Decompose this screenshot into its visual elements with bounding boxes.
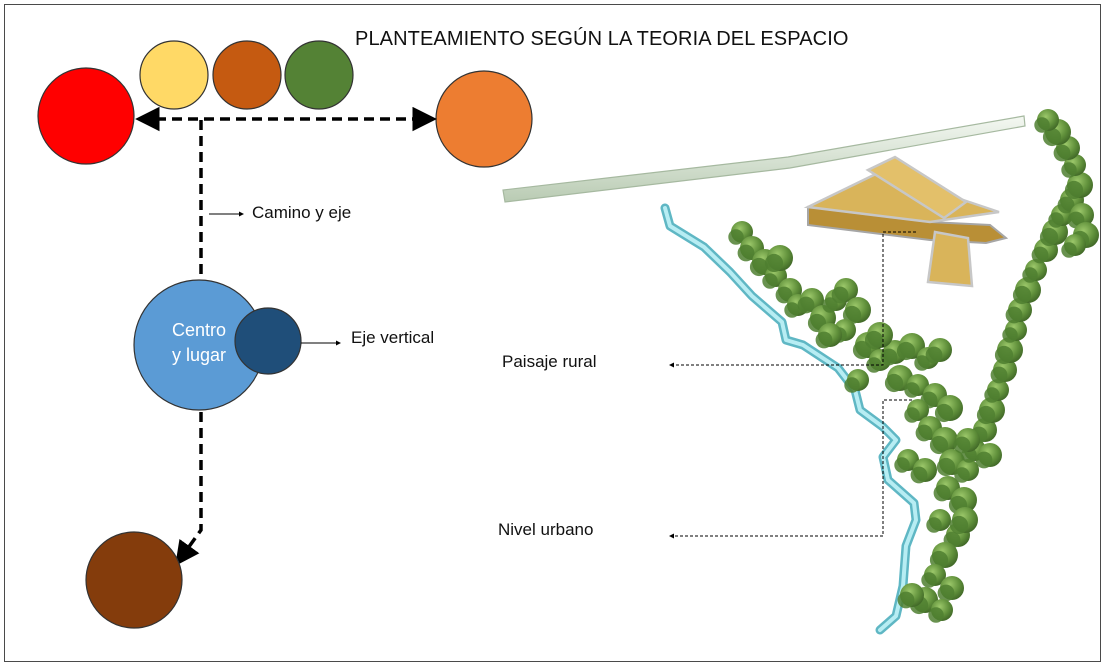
tree-icon <box>904 382 920 398</box>
nivel-leader-line <box>669 399 912 539</box>
tree-icon <box>897 591 915 609</box>
camino-y-eje-label: Camino y eje <box>252 203 352 222</box>
brown-circle <box>85 531 183 629</box>
tree-icon <box>1048 212 1064 228</box>
tree-icon <box>1042 127 1062 147</box>
tree-icon <box>896 341 916 361</box>
tree-icon <box>954 467 970 483</box>
tree-icon <box>815 331 833 349</box>
tree-icon <box>822 297 838 313</box>
lower-dashed-arrow <box>175 412 203 566</box>
tree-icon <box>984 387 1000 403</box>
landscape-illustration <box>502 109 1099 635</box>
tree-icon <box>1022 267 1038 283</box>
river <box>660 203 921 635</box>
tree-icon <box>1061 242 1077 258</box>
centro-line-2: y lugar <box>171 345 227 365</box>
paisaje-leader-line <box>669 231 916 368</box>
tree-icon <box>831 286 849 304</box>
tree-icon <box>749 257 769 277</box>
tree-icon <box>914 355 930 371</box>
tree-icon <box>728 229 744 245</box>
tree-icon <box>994 345 1014 365</box>
tree-icon <box>990 366 1008 384</box>
tree-icon <box>926 517 942 533</box>
tree-icon <box>925 346 943 364</box>
tree-icon <box>764 253 784 273</box>
tree-icon <box>844 377 860 393</box>
eje-vertical-circle <box>234 307 302 375</box>
tree-icon <box>737 244 755 262</box>
red-circle <box>37 67 135 165</box>
tree-icon <box>880 348 898 366</box>
centro-lugar-label: Centro y lugar <box>150 318 248 368</box>
paisaje-rural-label: Paisaje rural <box>502 352 597 371</box>
tree-icon <box>904 407 920 423</box>
tree-icon <box>1053 144 1071 162</box>
tree-icon <box>864 330 884 350</box>
tree-icon <box>894 457 910 473</box>
orange-circle <box>435 70 533 168</box>
tree-icon <box>1061 162 1077 178</box>
tree-icon <box>928 607 944 623</box>
tree-icon <box>934 403 954 423</box>
tree-icon <box>921 572 937 588</box>
tree-icon <box>937 584 955 602</box>
tree-icon <box>933 484 951 502</box>
trees <box>728 109 1099 623</box>
tree-icon <box>929 435 949 455</box>
tree-icon <box>975 451 993 469</box>
eje-vertical-label: Eje vertical <box>351 328 435 347</box>
tree-icon <box>784 302 800 318</box>
tree-icon <box>797 296 815 314</box>
tree-icon <box>762 273 778 289</box>
building <box>803 155 1009 288</box>
tree-icon <box>1002 327 1018 343</box>
centro-line-1: Centro <box>171 320 227 340</box>
nivel-urbano-label: Nivel urbano <box>498 520 594 539</box>
tree-icon <box>852 340 872 360</box>
tree-icon <box>949 515 969 535</box>
tree-icon <box>1057 196 1075 214</box>
tree-icon <box>1034 117 1050 133</box>
tree-icon <box>915 424 933 442</box>
yellow-circle <box>139 40 209 110</box>
tree-icon <box>1039 227 1059 247</box>
rust-circle <box>212 40 282 110</box>
road <box>502 115 1026 203</box>
tree-icon <box>910 466 928 484</box>
tree-icon <box>936 457 956 477</box>
diagram-frame <box>4 4 1101 662</box>
tree-icon <box>775 286 793 304</box>
tree-icon <box>1012 285 1032 305</box>
green-circle <box>284 40 354 110</box>
diagram-title: PLANTEAMIENTO SEGÚN LA TEORIA DEL ESPACI… <box>355 28 849 50</box>
tree-icon <box>953 436 971 454</box>
tree-icon <box>1031 246 1049 264</box>
tree-icon <box>976 405 996 425</box>
tree-icon <box>884 373 904 393</box>
tree-icon <box>1005 306 1023 324</box>
tree-icon <box>1064 180 1084 200</box>
